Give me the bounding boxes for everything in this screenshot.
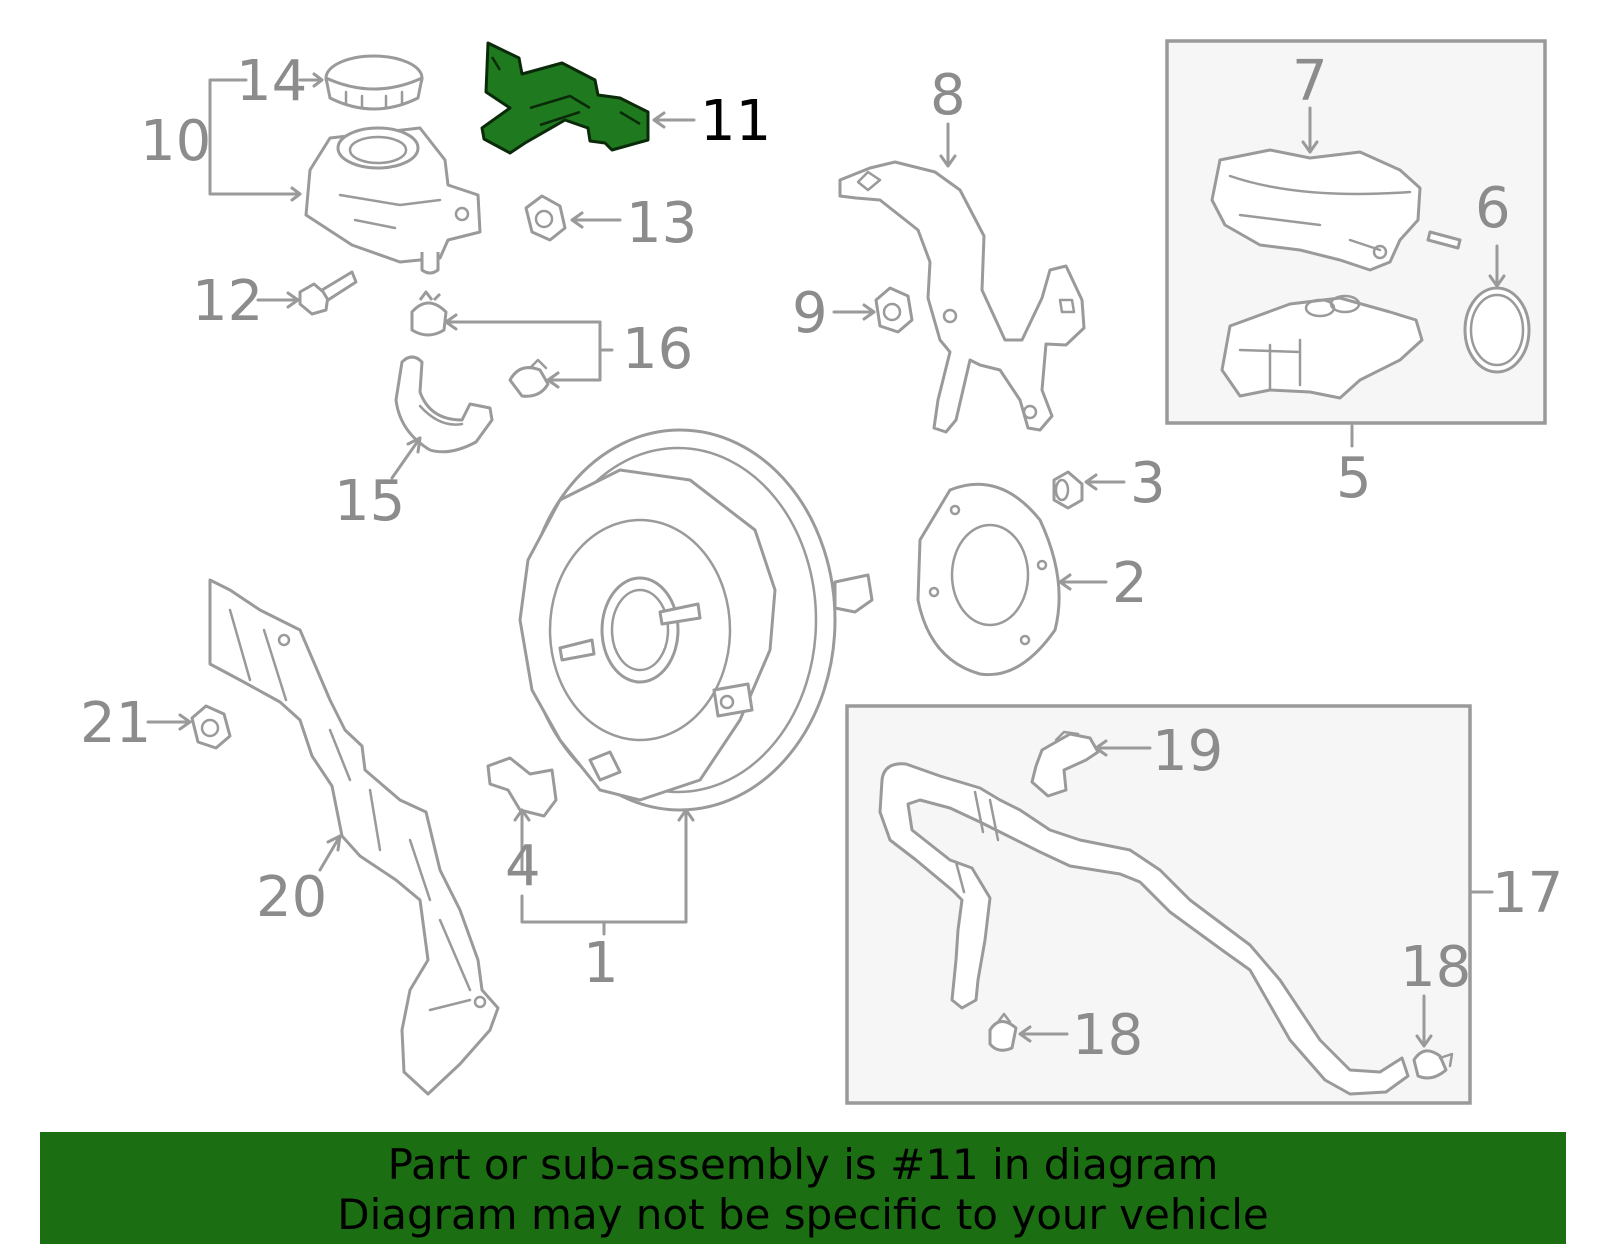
- callout-10: 10: [140, 109, 211, 174]
- part-13-nut: [524, 194, 567, 242]
- callout-18-left: 18: [1072, 1003, 1143, 1068]
- callout-2: 2: [1112, 551, 1148, 616]
- banner-line-2: Diagram may not be specific to your vehi…: [337, 1190, 1269, 1239]
- callout-4: 4: [505, 834, 541, 899]
- callout-18-right: 18: [1400, 935, 1471, 1000]
- part-18-clamp-left: [988, 1012, 1018, 1052]
- part-4-sensor: [486, 756, 558, 818]
- callout-12: 12: [192, 269, 263, 334]
- part-20-duct: [208, 578, 500, 1096]
- part-19-clip: [1030, 730, 1100, 798]
- part-21-nut: [190, 704, 232, 750]
- callout-15: 15: [334, 469, 405, 534]
- part-2-gasket: [916, 482, 1061, 677]
- banner-line-1: Part or sub-assembly is #11 in diagram: [387, 1140, 1219, 1189]
- part-3-nut: [1052, 470, 1084, 510]
- part-18-clamp-right: [1412, 1049, 1454, 1080]
- callout-8: 8: [930, 63, 966, 128]
- part-9-nut: [874, 286, 914, 334]
- leader-lines: [146, 72, 1506, 1048]
- callout-labels: 1 2 3 4 5 6 7 8 9 10 11 12 13 14 15 16 1…: [80, 49, 1563, 1068]
- part-16-clips: [410, 290, 550, 398]
- part-5-master-cylinder: [1220, 294, 1424, 400]
- callout-11: 11: [700, 89, 771, 154]
- part-14-reservoir-cap: [324, 54, 424, 111]
- callout-13: 13: [626, 191, 697, 256]
- part-17-vacuum-hose: [878, 762, 1410, 1096]
- callout-20: 20: [256, 865, 327, 930]
- part-8-bracket: [838, 160, 1086, 434]
- callout-3: 3: [1130, 451, 1166, 516]
- part-1-brake-booster: [518, 428, 874, 812]
- callout-14: 14: [236, 49, 307, 114]
- callout-16: 16: [622, 317, 693, 382]
- callout-7: 7: [1292, 49, 1328, 114]
- callout-17: 17: [1492, 861, 1563, 926]
- callout-1: 1: [583, 931, 619, 996]
- callout-6: 6: [1475, 176, 1511, 241]
- part-7-reservoir: [1210, 148, 1462, 272]
- callout-21: 21: [80, 691, 151, 756]
- part-15-hose: [394, 355, 494, 454]
- part-11-bracket-highlighted: [480, 41, 650, 155]
- part-6-o-ring: [1463, 286, 1531, 374]
- callout-9: 9: [792, 281, 828, 346]
- callout-19: 19: [1152, 719, 1223, 784]
- info-banner: Part or sub-assembly is #11 in diagram D…: [40, 1132, 1566, 1244]
- hose-box: [845, 704, 1472, 1105]
- part-10-reservoir: [304, 126, 482, 275]
- part-12-bolt: [298, 270, 358, 316]
- callout-5: 5: [1336, 446, 1372, 511]
